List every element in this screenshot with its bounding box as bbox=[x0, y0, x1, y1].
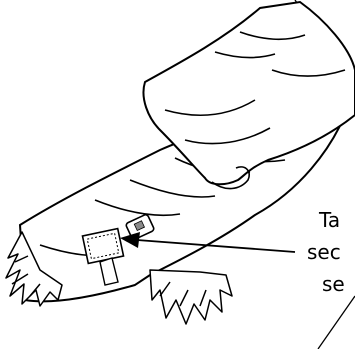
pointer-line-bottom bbox=[318, 296, 355, 349]
callout-text-line-1: Ta bbox=[319, 210, 340, 230]
fringe-right bbox=[150, 270, 232, 324]
callout-text-line-2: sec bbox=[307, 242, 341, 262]
callout-text-line-3: se bbox=[322, 274, 345, 294]
